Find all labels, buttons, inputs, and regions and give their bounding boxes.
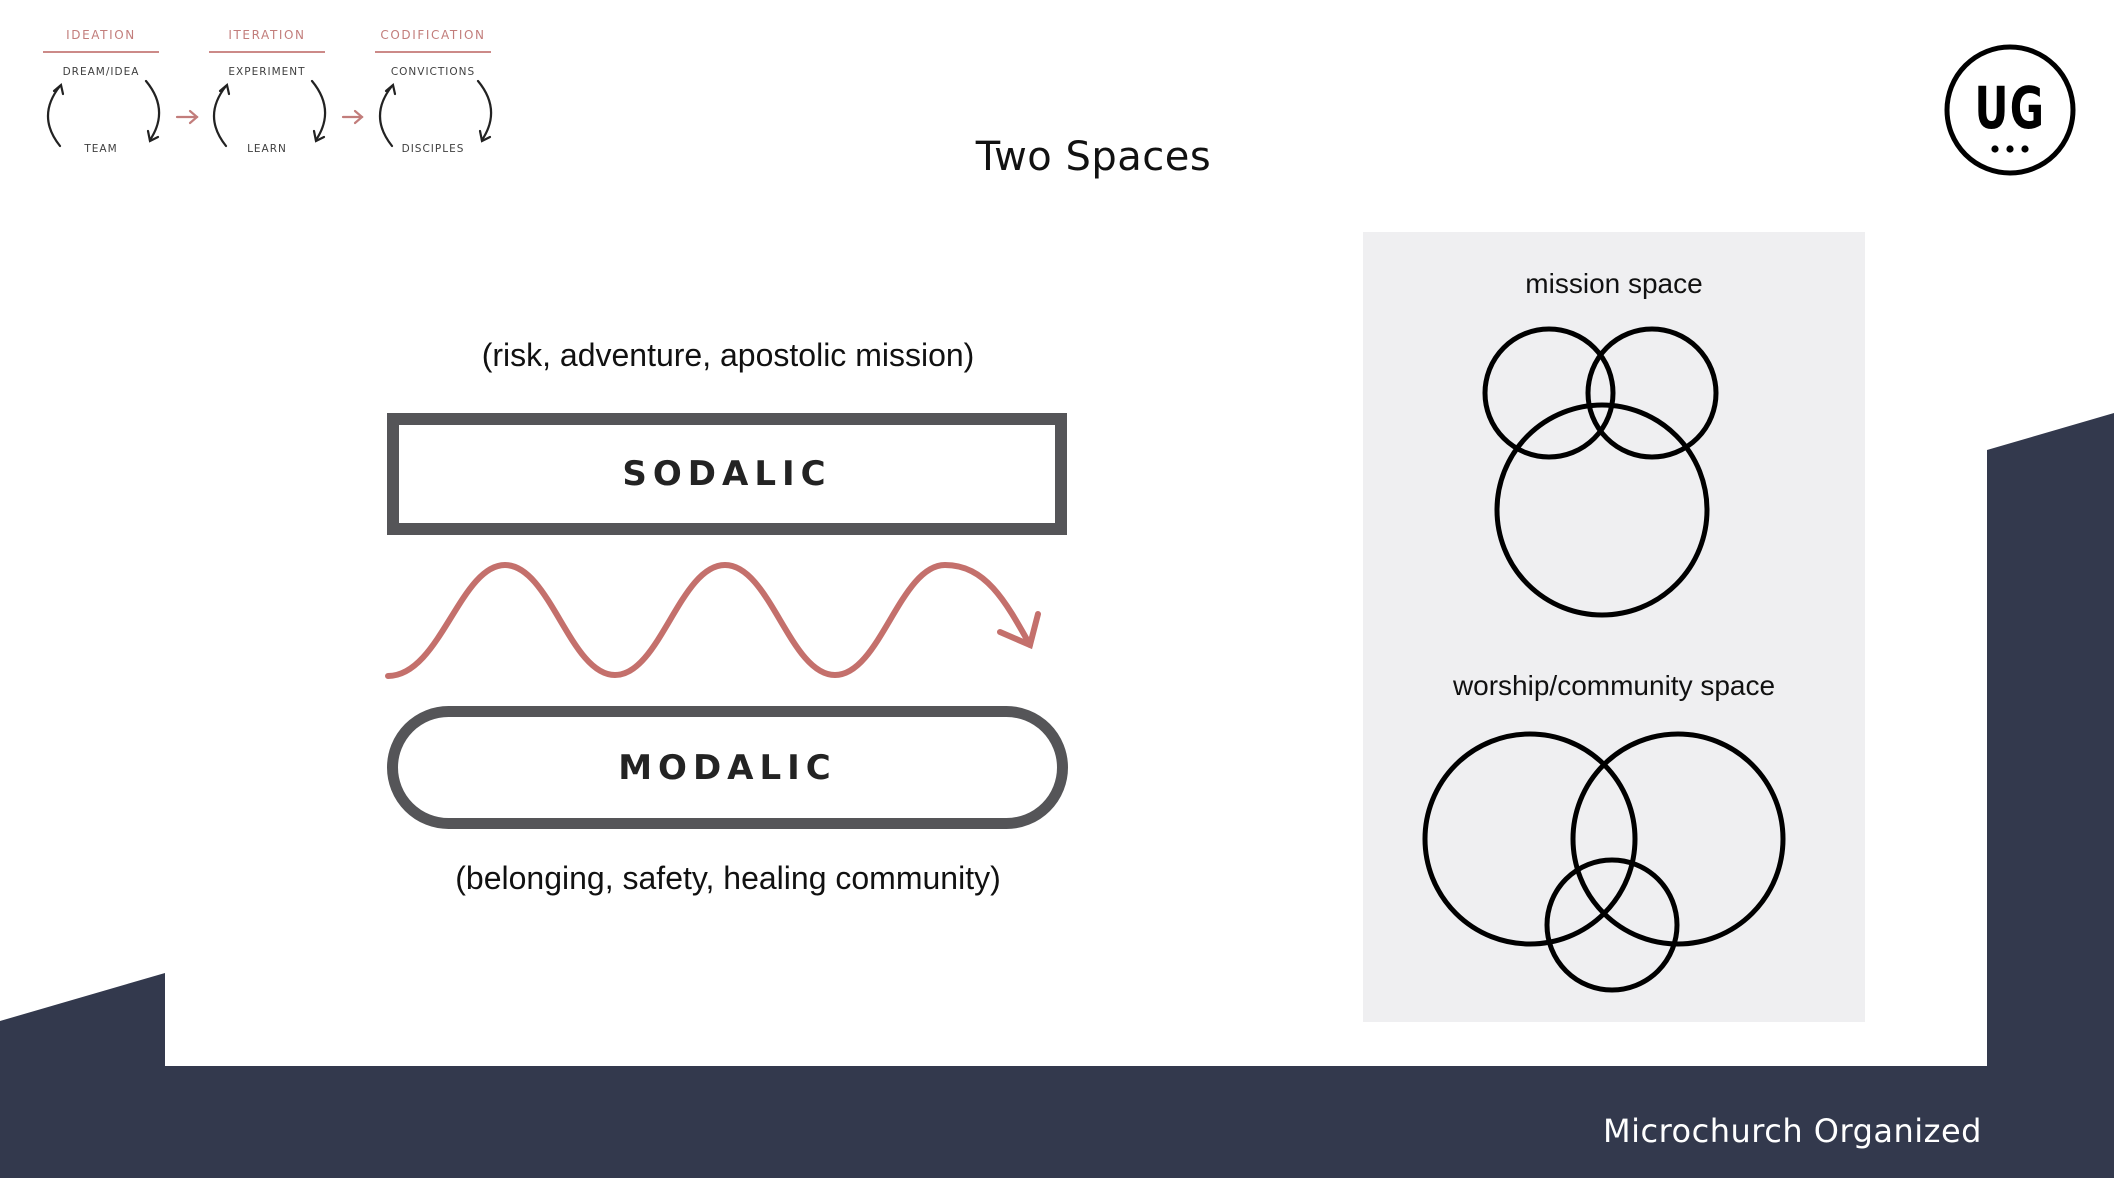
sodalic-box: SODALIC bbox=[387, 413, 1067, 535]
footer-bar bbox=[0, 1066, 2114, 1178]
stage-title-iteration: ITERATION bbox=[228, 28, 306, 42]
mission-space-label: mission space bbox=[1525, 268, 1703, 299]
footer-text: Microchurch Organized bbox=[1603, 1112, 1982, 1150]
cycle-arrow-icon bbox=[47, 79, 161, 148]
stage-bottom-label: TEAM bbox=[84, 143, 118, 155]
stage-title-codification: CODIFICATION bbox=[380, 28, 486, 42]
spaces-panel: mission space worship/community space bbox=[1363, 232, 1865, 1022]
modalic-label: MODALIC bbox=[618, 747, 837, 788]
stage-underline bbox=[43, 51, 159, 53]
logo-text: UG bbox=[1974, 74, 2046, 142]
venn-circles-worship-icon bbox=[1422, 731, 1786, 993]
modalic-box: MODALIC bbox=[387, 706, 1068, 829]
sodalic-label: SODALIC bbox=[622, 454, 832, 494]
bottom-caption: (belonging, safety, healing community) bbox=[455, 860, 1001, 896]
ug-circle-logo-icon bbox=[1944, 44, 2076, 176]
right-arrow-icon bbox=[175, 109, 199, 125]
stage-underline bbox=[375, 51, 491, 53]
slide-title: Two Spaces bbox=[975, 134, 1212, 180]
stage-bottom-label: LEARN bbox=[247, 143, 287, 155]
stage-underline bbox=[209, 51, 325, 53]
wavy-arrow-icon bbox=[385, 561, 1041, 679]
worship-space-label: worship/community space bbox=[1452, 670, 1776, 701]
top-caption: (risk, adventure, apostolic mission) bbox=[481, 337, 975, 373]
left-navy-shape bbox=[0, 973, 165, 1066]
stage-top-label: DREAM/IDEA bbox=[62, 66, 140, 78]
cycle-arrows bbox=[47, 79, 493, 148]
cycle-arrow-icon bbox=[379, 79, 493, 148]
three-circles-mission-icon bbox=[1482, 326, 1719, 618]
right-arrow-icon bbox=[341, 109, 364, 125]
cycle-arrow-icon bbox=[213, 79, 327, 148]
stage-title-ideation: IDEATION bbox=[66, 28, 136, 42]
right-navy-shape bbox=[1987, 413, 2114, 1066]
stage-bottom-label: DISCIPLES bbox=[401, 143, 465, 155]
stage-top-label: CONVICTIONS bbox=[390, 66, 476, 78]
stage-top-label: EXPERIMENT bbox=[228, 66, 306, 78]
panel-diagrams bbox=[1422, 326, 1786, 993]
